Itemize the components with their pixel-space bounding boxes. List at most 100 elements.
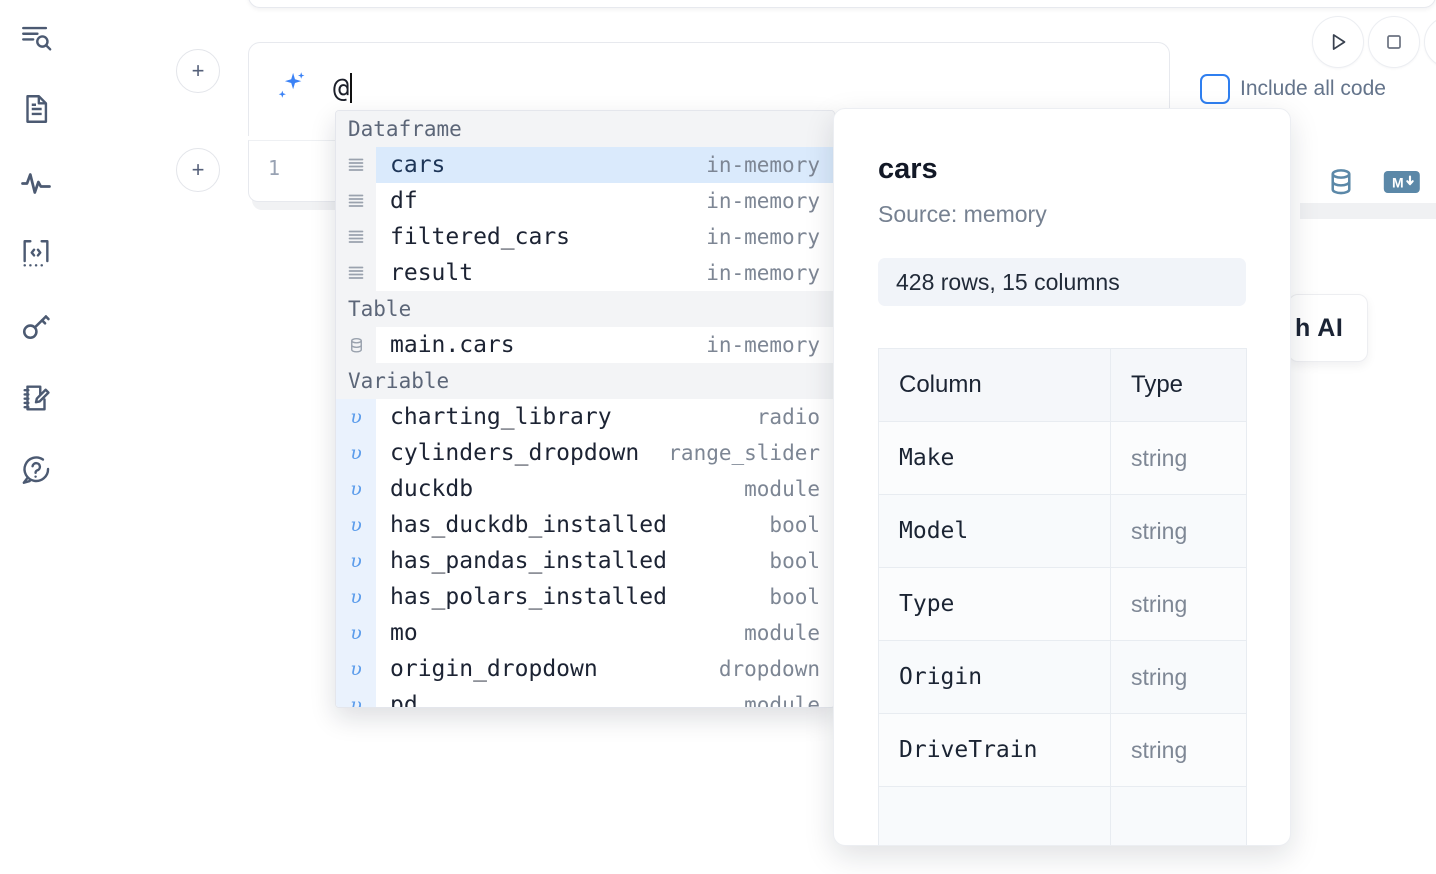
- autocomplete-group-header: Table: [336, 291, 834, 327]
- notepad-pencil-icon[interactable]: [12, 374, 60, 422]
- schema-column-name: Origin: [878, 640, 1111, 714]
- table-header-row: Column Type: [878, 348, 1247, 422]
- cell-toolbar: M: [1325, 166, 1421, 198]
- autocomplete-group-header: Dataframe: [336, 111, 834, 147]
- ai-prompt-value: @: [333, 73, 350, 104]
- ai-prompt-input[interactable]: @: [333, 73, 353, 104]
- variable-icon: υ: [336, 435, 376, 471]
- autocomplete-option-kind: bool: [769, 513, 820, 537]
- activity-pulse-icon[interactable]: [12, 158, 60, 206]
- add-cell-button-top[interactable]: +: [176, 49, 220, 93]
- include-all-code-row[interactable]: Include all code: [1200, 74, 1386, 104]
- schema-column-type: [1110, 786, 1247, 845]
- help-chat-icon[interactable]: [12, 446, 60, 494]
- autocomplete-option-kind: in-memory: [706, 261, 820, 285]
- detail-source: Source: memory: [878, 201, 1047, 227]
- text-caret: [350, 73, 353, 103]
- table-row: [878, 786, 1247, 845]
- autocomplete-option-name: has_pandas_installed: [390, 548, 667, 574]
- autocomplete-option-name: filtered_cars: [390, 224, 571, 250]
- dataframe-icon: [336, 183, 376, 219]
- schema-column-type: string: [1110, 567, 1247, 641]
- svg-text:M: M: [1392, 175, 1404, 191]
- autocomplete-option-kind: dropdown: [718, 657, 820, 681]
- more-options-button[interactable]: [1424, 16, 1436, 68]
- column-header-type: Type: [1110, 348, 1247, 422]
- variable-icon: υ: [336, 651, 376, 687]
- variable-icon: υ: [336, 579, 376, 615]
- left-icon-rail: [0, 0, 72, 874]
- schema-column-type: string: [1110, 713, 1247, 787]
- autocomplete-group-header: Variable: [336, 363, 834, 399]
- schema-column-name: [878, 786, 1111, 845]
- dataframe-icon: [336, 255, 376, 291]
- ai-sparkle-icon: [273, 69, 309, 105]
- autocomplete-option-name: origin_dropdown: [390, 656, 598, 682]
- key-icon[interactable]: [12, 302, 60, 350]
- dataframe-icon: [336, 147, 376, 183]
- autocomplete-option[interactable]: df in-memory: [336, 183, 834, 219]
- autocomplete-option-kind: in-memory: [706, 225, 820, 249]
- autocomplete-option-kind: bool: [769, 549, 820, 573]
- schema-column-name: DriveTrain: [878, 713, 1111, 787]
- generate-with-ai-label: h AI: [1295, 313, 1344, 342]
- run-button[interactable]: [1312, 16, 1364, 68]
- autocomplete-option-kind: module: [744, 693, 820, 708]
- autocomplete-option-name: mo: [390, 620, 418, 646]
- include-all-code-label: Include all code: [1240, 77, 1386, 100]
- autocomplete-option-name: has_polars_installed: [390, 584, 667, 610]
- autocomplete-option-kind: in-memory: [706, 153, 820, 177]
- autocomplete-option[interactable]: filtered_cars in-memory: [336, 219, 834, 255]
- autocomplete-option-kind: in-memory: [706, 189, 820, 213]
- autocomplete-option[interactable]: υ charting_library radio: [336, 399, 834, 435]
- include-all-code-checkbox[interactable]: [1200, 74, 1230, 104]
- markdown-icon[interactable]: M: [1383, 169, 1421, 195]
- schema-column-name: Model: [878, 494, 1111, 568]
- previous-cell-card: [248, 0, 1436, 8]
- cell-line-number: 1: [268, 156, 281, 180]
- schema-column-name: Make: [878, 421, 1111, 495]
- variable-icon: υ: [336, 471, 376, 507]
- cell-footer-bar: [1300, 203, 1436, 219]
- autocomplete-option-name: result: [390, 260, 474, 286]
- autocomplete-option[interactable]: υ origin_dropdown dropdown: [336, 651, 834, 687]
- autocomplete-option[interactable]: cars in-memory: [336, 147, 834, 183]
- variable-icon: υ: [336, 543, 376, 579]
- add-cell-button-bottom[interactable]: +: [176, 148, 220, 192]
- autocomplete-option-name: duckdb: [390, 476, 474, 502]
- explore-search-icon[interactable]: [12, 14, 60, 62]
- autocomplete-option[interactable]: result in-memory: [336, 255, 834, 291]
- autocomplete-option-name: charting_library: [390, 404, 612, 430]
- autocomplete-option-name: cars: [390, 152, 446, 178]
- table-icon: [336, 327, 376, 363]
- autocomplete-option-kind: radio: [756, 405, 820, 429]
- database-sql-icon[interactable]: [1325, 166, 1357, 198]
- autocomplete-option-name: main.cars: [390, 332, 515, 358]
- code-brackets-icon[interactable]: [12, 230, 60, 278]
- dataframe-icon: [336, 219, 376, 255]
- stop-button[interactable]: [1368, 16, 1420, 68]
- autocomplete-option-name: df: [390, 188, 418, 214]
- schema-column-type: string: [1110, 494, 1247, 568]
- detail-title: cars: [878, 153, 938, 185]
- generate-with-ai-card[interactable]: h AI: [1288, 294, 1368, 362]
- autocomplete-option[interactable]: υ has_pandas_installed bool: [336, 543, 834, 579]
- schema-column-name: Type: [878, 567, 1111, 641]
- file-text-icon[interactable]: [12, 85, 60, 133]
- variable-icon: υ: [336, 399, 376, 435]
- autocomplete-option-name: has_duckdb_installed: [390, 512, 667, 538]
- schema-column-type: string: [1110, 640, 1247, 714]
